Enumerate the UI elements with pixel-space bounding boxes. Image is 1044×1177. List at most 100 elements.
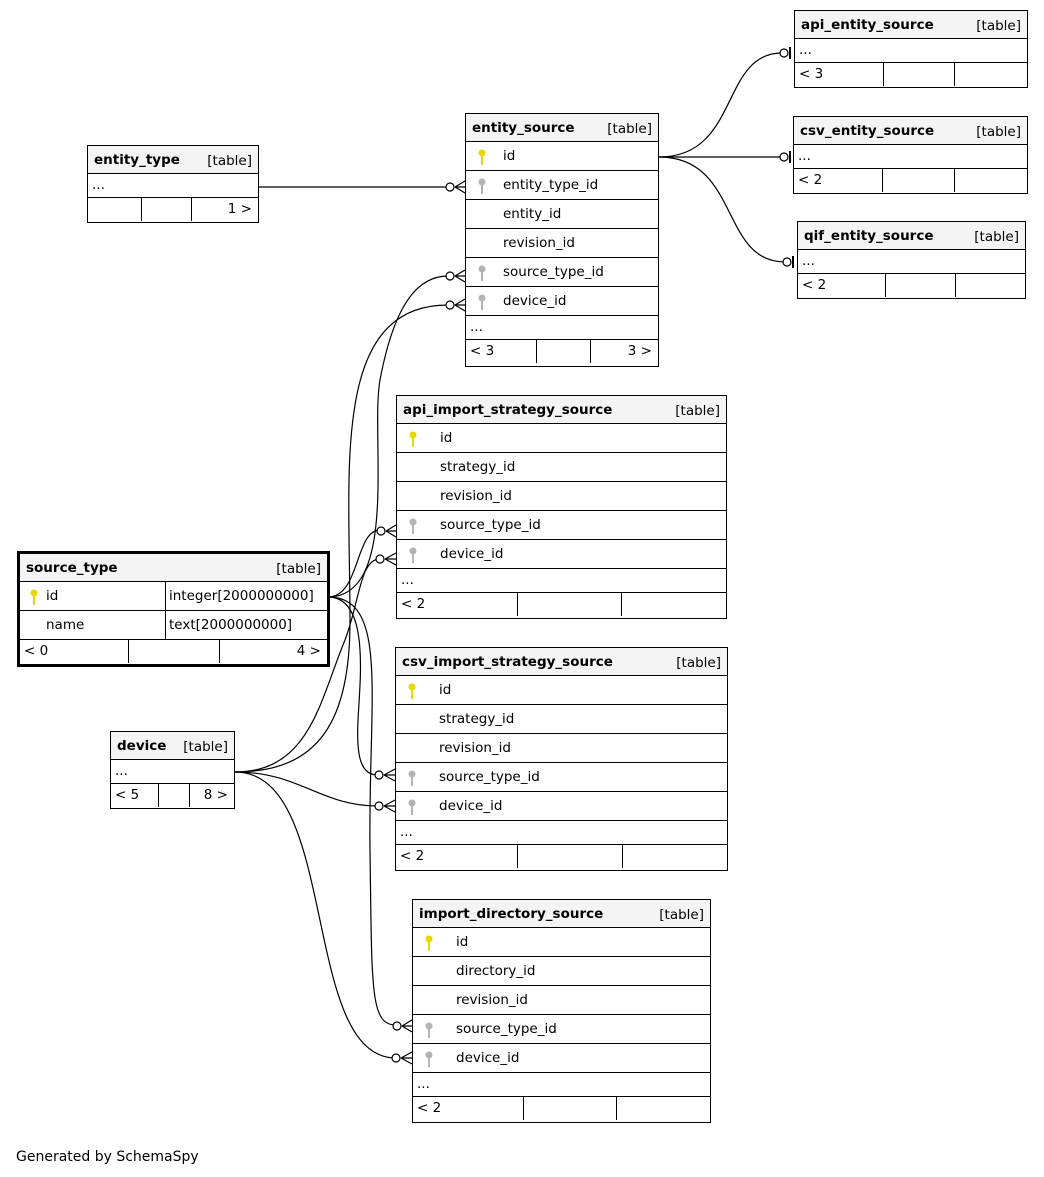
table-csv-import-strategy-source[interactable]: csv_import_strategy_source [table] id st…: [395, 647, 728, 871]
column-row[interactable]: entity_type_id: [466, 171, 658, 200]
ellipsis: ...: [115, 763, 128, 779]
ellipsis-row: ...: [466, 316, 658, 340]
primary-key-icon: [478, 149, 486, 165]
table-header: import_directory_source [table]: [413, 900, 710, 928]
footer-left-count: < 2: [400, 848, 425, 864]
table-api-import-strategy-source[interactable]: api_import_strategy_source [table] id st…: [396, 395, 727, 619]
relationship-line: [658, 52, 783, 158]
ellipsis: ...: [799, 42, 812, 58]
column-row[interactable]: id: [466, 142, 658, 171]
table-footer: < 2: [396, 845, 727, 868]
table-kind: [table]: [607, 121, 652, 137]
column-row[interactable]: device_id: [466, 287, 658, 316]
foreign-key-icon: [478, 178, 486, 194]
column-row[interactable]: id: [397, 424, 726, 453]
relationship-line: [658, 156, 786, 263]
footer-left-count: < 3: [470, 343, 495, 359]
table-name: entity_type: [94, 152, 180, 168]
column-name: id: [456, 934, 469, 950]
zero-or-one-marker: [782, 256, 794, 268]
table-kind: [table]: [676, 655, 721, 671]
column-row[interactable]: id: [396, 676, 727, 705]
column-row[interactable]: strategy_id: [396, 705, 727, 734]
column-row[interactable]: revision_id: [413, 986, 710, 1015]
table-name: api_import_strategy_source: [403, 402, 613, 418]
footer-left-count: < 3: [799, 66, 824, 82]
table-footer: < 2: [794, 169, 1027, 192]
column-row[interactable]: device_id: [396, 792, 727, 821]
column-name: source_type_id: [440, 517, 541, 533]
ellipsis-row: ...: [88, 174, 258, 198]
table-kind: [table]: [976, 124, 1021, 140]
ellipsis: ...: [400, 824, 413, 840]
table-entity-source[interactable]: entity_source [table] id entity_type_id …: [465, 113, 659, 367]
foreign-key-icon: [408, 799, 416, 815]
ellipsis-row: ...: [413, 1073, 710, 1097]
ellipsis: ...: [798, 148, 811, 164]
table-header: source_type [table]: [20, 554, 327, 582]
table-header: device [table]: [111, 732, 234, 760]
column-row[interactable]: id: [413, 928, 710, 957]
column-row[interactable]: device_id: [397, 540, 726, 569]
relationship-line: [234, 304, 449, 773]
column-row[interactable]: source_type_id: [466, 258, 658, 287]
footer-left-count: < 2: [401, 596, 426, 612]
generated-by-credit: Generated by SchemaSpy: [16, 1149, 199, 1165]
crows-foot-marker: [445, 180, 466, 194]
relationship-line: [327, 275, 449, 598]
table-header: csv_entity_source [table]: [794, 117, 1027, 145]
crows-foot-marker: [392, 1019, 413, 1033]
table-qif-entity-source[interactable]: qif_entity_source [table] ... < 2: [797, 221, 1026, 299]
table-device[interactable]: device [table] ... < 5 8 >: [110, 731, 235, 809]
column-name: revision_id: [440, 488, 512, 504]
column-row[interactable]: revision_id: [397, 482, 726, 511]
table-footer: 1 >: [88, 198, 258, 221]
foreign-key-icon: [478, 265, 486, 281]
table-csv-entity-source[interactable]: csv_entity_source [table] ... < 2: [793, 116, 1028, 194]
table-header: api_entity_source [table]: [795, 11, 1027, 39]
relationship-line: [327, 596, 397, 1026]
ellipsis-row: ...: [111, 760, 234, 784]
table-kind: [table]: [976, 18, 1021, 34]
column-row[interactable]: revision_id: [466, 229, 658, 258]
crows-foot-marker: [374, 799, 396, 813]
ellipsis: ...: [401, 572, 414, 588]
table-api-entity-source[interactable]: api_entity_source [table] ... < 3: [794, 10, 1028, 88]
table-header: entity_source [table]: [466, 114, 658, 142]
table-entity-type[interactable]: entity_type [table] ... 1 >: [87, 145, 259, 223]
column-row[interactable]: source_type_id: [413, 1015, 710, 1044]
column-name: device_id: [440, 546, 504, 562]
footer-left-count: < 5: [115, 787, 140, 803]
foreign-key-icon: [425, 1022, 433, 1038]
table-kind: [table]: [183, 739, 228, 755]
foreign-key-icon: [408, 770, 416, 786]
column-name: id: [46, 588, 59, 604]
ellipsis: ...: [470, 319, 483, 335]
column-row[interactable]: entity_id: [466, 200, 658, 229]
footer-left-count: < 2: [798, 172, 823, 188]
column-row[interactable]: revision_id: [396, 734, 727, 763]
column-name: revision_id: [439, 740, 511, 756]
table-import-directory-source[interactable]: import_directory_source [table] id direc…: [412, 899, 711, 1123]
ellipsis: ...: [92, 177, 105, 193]
table-footer: < 5 8 >: [111, 784, 234, 807]
column-name: strategy_id: [439, 711, 515, 727]
column-row[interactable]: device_id: [413, 1044, 710, 1073]
ellipsis-row: ...: [794, 145, 1027, 169]
column-row[interactable]: strategy_id: [397, 453, 726, 482]
relationship-line: [234, 771, 397, 1059]
ellipsis: ...: [417, 1076, 430, 1092]
column-name: revision_id: [456, 992, 528, 1008]
column-row[interactable]: source_type_id: [397, 511, 726, 540]
footer-right-count: 8 >: [203, 787, 228, 803]
column-name: entity_id: [503, 206, 562, 222]
column-row[interactable]: directory_id: [413, 957, 710, 986]
column-row[interactable]: source_type_id: [396, 763, 727, 792]
foreign-key-icon: [425, 1051, 433, 1067]
ellipsis-row: ...: [397, 569, 726, 593]
column-name: source_type_id: [503, 264, 604, 280]
table-name: entity_source: [472, 120, 575, 136]
